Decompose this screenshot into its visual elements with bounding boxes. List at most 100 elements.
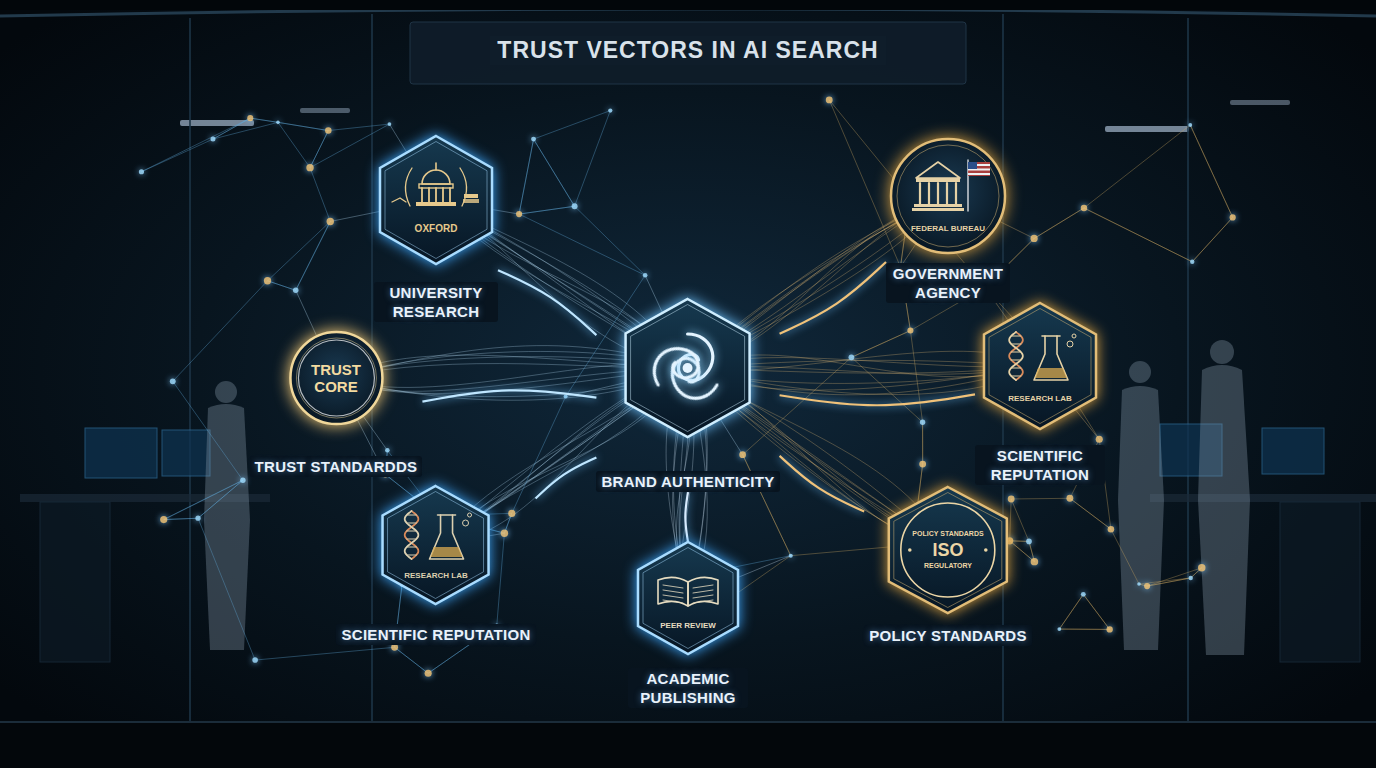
shape-box: FEDERAL BUREAU xyxy=(889,137,1007,255)
decor-rect xyxy=(968,173,990,175)
shape-art xyxy=(638,542,738,654)
icon-stroke xyxy=(1009,332,1023,380)
decor-circle xyxy=(1072,334,1076,338)
source-circle: FEDERAL BUREAUGOVERNMENT AGENCY xyxy=(886,137,1010,303)
network-line xyxy=(395,647,429,673)
decor-rect xyxy=(1105,126,1189,132)
network-line xyxy=(278,122,328,130)
network-line xyxy=(328,124,389,130)
decor-rect xyxy=(0,722,1376,768)
network-line xyxy=(743,455,791,556)
shape-box xyxy=(626,299,750,437)
network-line xyxy=(278,122,310,167)
network-line xyxy=(575,111,611,207)
seal-ring xyxy=(901,503,995,597)
network-line xyxy=(1190,125,1232,217)
label-box: ACADEMIC PUBLISHING xyxy=(628,668,748,708)
network-line xyxy=(922,422,923,464)
hexagon-outline xyxy=(380,136,492,264)
icon-book xyxy=(658,577,718,606)
network-line xyxy=(268,221,331,280)
logo-center xyxy=(683,363,693,373)
seal-star xyxy=(908,548,912,552)
decor-rect xyxy=(1230,100,1290,105)
circle-outline xyxy=(891,139,1005,253)
icon-stroke xyxy=(435,163,437,170)
network-dot xyxy=(1108,526,1115,533)
network-dot xyxy=(1096,436,1103,443)
decor-rect xyxy=(916,178,960,182)
icon-stroke xyxy=(693,590,713,593)
decor-circle xyxy=(1129,361,1151,383)
node-shape xyxy=(596,299,779,492)
network-dot xyxy=(531,137,536,142)
hexagon-inner-outline xyxy=(385,142,487,259)
shape-art xyxy=(380,136,492,264)
icon-stroke xyxy=(392,198,406,202)
network-line xyxy=(1192,217,1232,261)
network-line xyxy=(534,139,575,206)
network-line xyxy=(1084,208,1192,262)
badge-text: POLICY STANDARDS xyxy=(912,530,983,538)
icon-stroke xyxy=(1011,352,1021,353)
decor-rect xyxy=(464,194,478,198)
icon-stroke xyxy=(1011,344,1021,345)
logo-swirl xyxy=(665,354,722,407)
network-line xyxy=(213,118,250,139)
icon-stroke xyxy=(438,514,456,516)
flask-liquid xyxy=(431,547,463,557)
shape-art xyxy=(290,332,382,424)
decor-rect xyxy=(300,108,350,113)
icon-stroke xyxy=(1042,335,1060,337)
network-dot xyxy=(1230,214,1236,220)
icon-stroke xyxy=(428,188,430,202)
seal-star xyxy=(984,548,988,552)
network-line xyxy=(519,206,574,214)
decor-rect xyxy=(968,162,990,176)
network-line xyxy=(1010,541,1035,562)
network-line xyxy=(1011,499,1029,541)
core-circle: TRUST CORETRUST STANDARDDS xyxy=(250,330,423,477)
network-line xyxy=(1111,529,1139,584)
node-shape xyxy=(336,486,535,645)
network-dot xyxy=(1057,627,1061,631)
network-dot xyxy=(919,461,926,468)
network-line xyxy=(1059,594,1083,629)
network-line xyxy=(829,100,900,267)
network-dot xyxy=(195,516,200,521)
icon-stroke xyxy=(946,183,948,204)
icon-stroke xyxy=(955,183,957,204)
network-line xyxy=(250,118,278,122)
hexagon-outline xyxy=(383,486,489,604)
network-line xyxy=(164,480,243,519)
network-dot xyxy=(1188,576,1192,580)
network-dot xyxy=(160,516,167,523)
icon-stroke xyxy=(658,577,688,606)
network-dot xyxy=(564,395,568,399)
hexagon-inner-outline xyxy=(894,493,1002,608)
network-dot xyxy=(388,122,392,126)
icon-stroke xyxy=(407,523,417,524)
icon-core xyxy=(298,340,374,416)
decor-rect xyxy=(1280,502,1360,662)
icon-stroke xyxy=(421,188,423,202)
network-line xyxy=(213,118,250,139)
shape-art xyxy=(383,486,489,604)
icon-stroke xyxy=(405,511,419,559)
shape-box: RESEARCH LAB xyxy=(383,486,489,604)
network-line xyxy=(497,533,505,625)
network-line xyxy=(395,647,429,673)
icon-stroke xyxy=(430,515,464,559)
hexagon-outline xyxy=(889,487,1007,613)
network-dot xyxy=(240,477,245,482)
icon-lab xyxy=(405,511,472,559)
decor-g xyxy=(190,14,1188,722)
network-line xyxy=(164,518,198,519)
network-line xyxy=(1084,208,1192,262)
decor-circle xyxy=(215,381,237,403)
icon-stroke xyxy=(449,188,451,202)
circle-outline xyxy=(290,332,382,424)
network-line xyxy=(519,214,645,275)
icon-stroke xyxy=(663,595,683,598)
